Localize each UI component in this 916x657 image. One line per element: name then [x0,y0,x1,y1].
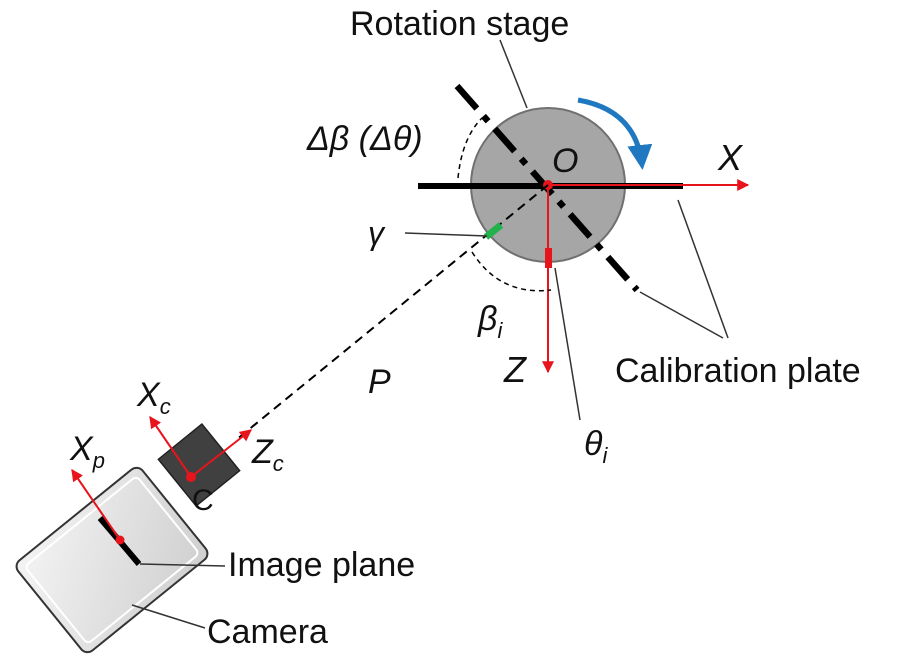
xp-label: Xp [69,430,105,473]
image-plane-label: Image plane [228,546,415,584]
gamma-leader [404,232,488,237]
gamma-mark [483,222,504,240]
camera-lens [157,423,241,507]
delta-beta-label: Δβ (Δθ) [306,120,423,158]
rotation-stage-label: Rotation stage [350,5,569,43]
xp-axis-arrow [71,469,121,541]
beta-arc [471,251,552,292]
camera-center [186,472,196,482]
calibration-plate-leader-2 [639,291,724,339]
z-axis-marker [545,248,552,268]
camera-leader [131,604,206,629]
rotation-direction-arrow [577,97,653,170]
calibration-plate-leader-1 [677,199,729,339]
p-label: P [368,363,391,401]
optical-axis-p [235,184,549,441]
origin-label: O [552,142,578,180]
xc-label: Xc [136,376,171,419]
camera-body [15,466,209,654]
calibration-plate-label: Calibration plate [615,352,861,390]
beta-label: βi [477,300,503,343]
camera-label: Camera [207,613,328,651]
gamma-label: γ [368,215,386,251]
camera [15,466,209,654]
camera-body-inner [25,476,199,644]
zc-axis-arrow [190,429,252,478]
x-axis-label: X [717,137,744,178]
theta-leader [554,267,581,421]
rotation-stage-leader [499,39,528,109]
theta-label: θi [584,425,608,468]
camera-center-label: C [192,484,214,517]
xc-axis-arrow [149,416,192,478]
image-plane-leader [139,563,226,567]
zc-label: Zc [251,433,284,476]
z-axis-label: Z [503,349,527,390]
